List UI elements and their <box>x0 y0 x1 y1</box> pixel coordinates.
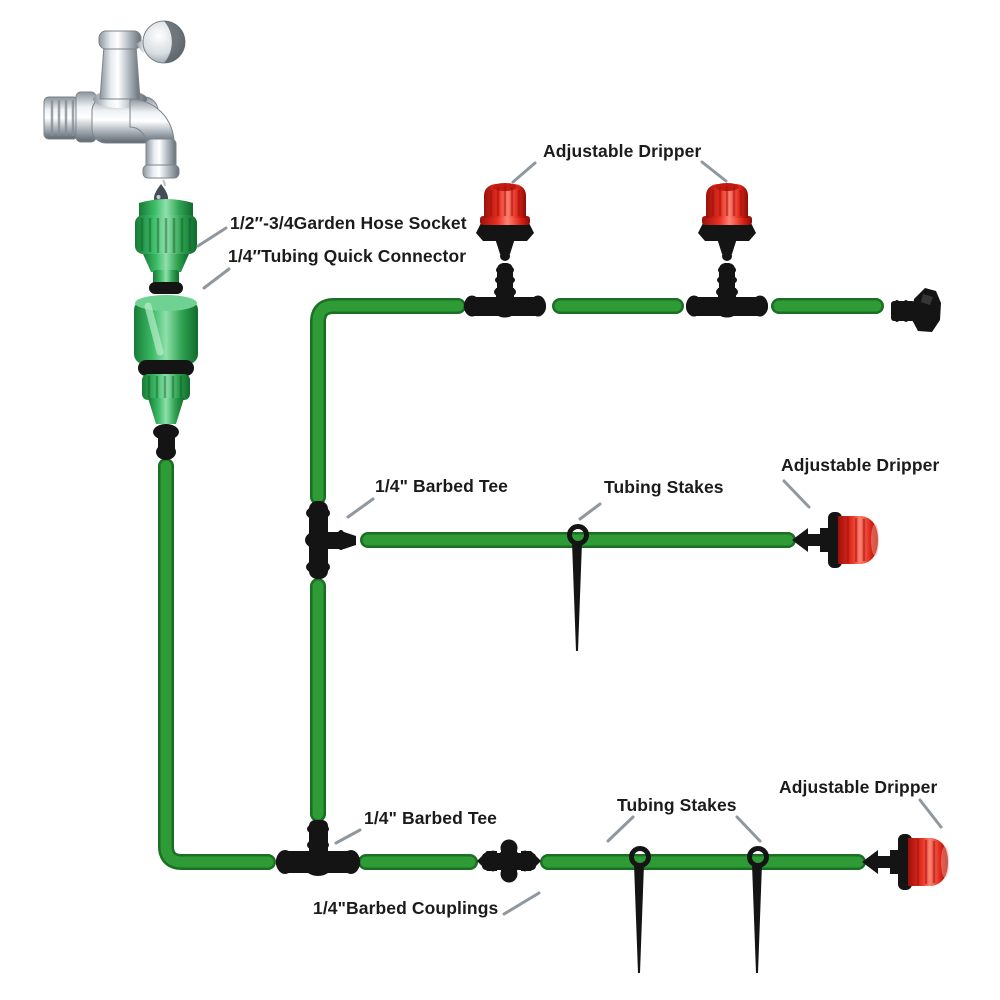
tube-riser-top <box>310 298 466 505</box>
adjustable-dripper-4 <box>860 832 951 892</box>
label-barbed-tee-mid: 1/4" Barbed Tee <box>375 476 508 496</box>
label-tubing-quick-connector: 1/4″Tubing Quick Connector <box>228 246 467 266</box>
tubing-end-plug <box>891 288 941 332</box>
label-adjustable-dripper-top: Adjustable Dripper <box>543 141 702 161</box>
faucet <box>43 20 186 187</box>
label-barbed-tee-bottom: 1/4" Barbed Tee <box>364 808 497 828</box>
label-garden-hose-socket: 1/2″-3/4Garden Hose Socket <box>230 213 467 233</box>
pointer-line <box>606 815 635 843</box>
pointer-line <box>202 267 231 290</box>
pointer-line <box>578 502 602 521</box>
adjustable-dripper-3 <box>790 510 881 570</box>
label-tubing-stakes-bottom: Tubing Stakes <box>617 795 737 815</box>
tubing-quick-connector <box>134 295 198 424</box>
barb-adapter <box>153 424 179 460</box>
pointer-line <box>196 226 228 248</box>
label-barbed-couplings: 1/4"Barbed Couplings <box>313 898 499 918</box>
adjustable-dripper-1 <box>474 181 536 300</box>
pointer-line <box>502 891 541 916</box>
barbed-coupling <box>477 839 541 883</box>
tube-supply-line <box>158 458 276 870</box>
pointer-lines <box>196 160 943 916</box>
pointer-line <box>700 160 728 183</box>
pointer-line <box>735 815 762 843</box>
pointer-line <box>334 828 362 845</box>
pointer-line <box>511 161 537 184</box>
adjustable-dripper-2 <box>696 181 758 300</box>
pointer-line <box>346 497 375 519</box>
pointer-line <box>918 798 943 829</box>
garden-hose-socket <box>135 199 197 294</box>
barbed-tee-bottom <box>276 820 360 876</box>
barbed-tee-mid <box>305 501 356 579</box>
label-tubing-stakes-mid: Tubing Stakes <box>604 477 724 497</box>
label-adjustable-dripper-bottom: Adjustable Dripper <box>779 777 938 797</box>
tubing-network <box>158 298 884 870</box>
label-adjustable-dripper-mid: Adjustable Dripper <box>781 455 940 475</box>
pointer-line <box>782 479 811 509</box>
